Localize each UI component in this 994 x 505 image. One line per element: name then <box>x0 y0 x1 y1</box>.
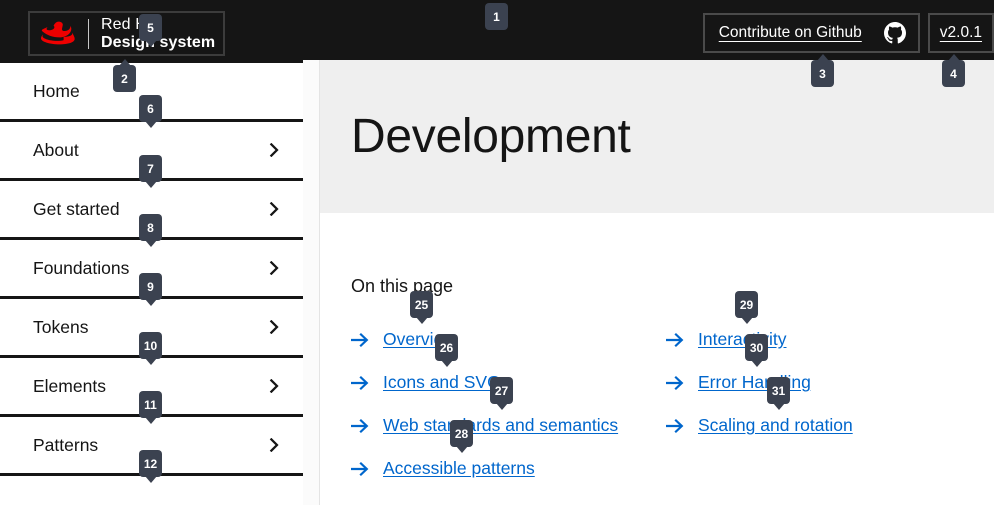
sidebar-item-label: Tokens <box>33 316 89 337</box>
arrow-right-icon <box>351 375 369 390</box>
annotation-marker-28: 28 <box>450 420 473 447</box>
annotation-marker-2: 2 <box>113 65 136 92</box>
chevron-right-icon <box>269 261 279 275</box>
annotation-marker-31: 31 <box>767 377 790 404</box>
annotation-marker-3: 3 <box>811 60 834 87</box>
sidebar-item-foundations[interactable]: Foundations <box>0 240 303 299</box>
annotation-marker-30: 30 <box>745 334 768 361</box>
on-this-page-link[interactable]: Web standards and semantics <box>351 404 618 447</box>
red-hat-fedora-logo-icon <box>41 21 75 44</box>
annotation-marker-10: 10 <box>139 332 162 359</box>
sidebar-item-label: Home <box>33 80 80 101</box>
chevron-right-icon <box>269 202 279 216</box>
brand-line-design-system: Design system <box>101 33 216 51</box>
annotation-marker-8: 8 <box>139 214 162 241</box>
contribute-on-github-label[interactable]: Contribute on Github <box>718 24 862 41</box>
chevron-right-icon <box>269 438 279 452</box>
header-right-actions: Contribute on Github v2.0.1 <box>702 13 994 53</box>
sidebar-item-label: Patterns <box>33 434 99 455</box>
annotation-marker-27: 27 <box>490 377 513 404</box>
sidebar-item-label: Elements <box>33 375 106 396</box>
version-label[interactable]: v2.0.1 <box>939 24 982 41</box>
arrow-right-icon <box>666 418 684 433</box>
chevron-right-icon <box>269 320 279 334</box>
contribute-on-github-button[interactable]: Contribute on Github <box>702 13 920 53</box>
sidebar-content-gutter <box>303 60 320 505</box>
annotation-marker-11: 11 <box>139 391 162 418</box>
sidebar-item-label: Get started <box>33 198 120 219</box>
on-this-page-link[interactable]: Icons and SVG <box>351 361 501 404</box>
sidebar-item-label: Foundations <box>33 257 130 278</box>
page-title: Development <box>351 109 631 163</box>
on-this-page-link-label[interactable]: Web standards and semantics <box>383 415 619 435</box>
on-this-page-link[interactable]: Scaling and rotation <box>666 404 853 447</box>
on-this-page-link-label[interactable]: Error Handling <box>698 372 811 392</box>
chevron-right-icon <box>269 379 279 393</box>
annotation-marker-1: 1 <box>485 3 508 30</box>
on-this-page-link-label[interactable]: Icons and SVG <box>383 372 501 392</box>
page-hero-band: Development <box>320 60 994 213</box>
version-selector[interactable]: v2.0.1 <box>927 13 994 53</box>
on-this-page-link[interactable]: Accessible patterns <box>351 447 535 490</box>
annotation-marker-25: 25 <box>410 291 433 318</box>
annotation-marker-9: 9 <box>139 273 162 300</box>
arrow-right-icon <box>666 375 684 390</box>
annotation-marker-26: 26 <box>435 334 458 361</box>
annotation-marker-6: 6 <box>139 95 162 122</box>
brand-divider <box>88 18 89 49</box>
annotation-marker-12: 12 <box>139 450 162 477</box>
on-this-page-link-label[interactable]: Accessible patterns <box>383 458 535 478</box>
sidebar-item-label: About <box>33 139 79 160</box>
github-icon[interactable] <box>883 22 906 44</box>
arrow-right-icon <box>351 332 369 347</box>
on-this-page-link[interactable]: Interactivity <box>666 318 787 361</box>
arrow-right-icon <box>666 332 684 347</box>
annotation-marker-29: 29 <box>735 291 758 318</box>
annotation-marker-7: 7 <box>139 155 162 182</box>
on-this-page-link-label[interactable]: Scaling and rotation <box>698 415 853 435</box>
on-this-page-heading: On this page <box>351 276 454 296</box>
annotation-marker-4: 4 <box>942 60 965 87</box>
arrow-right-icon <box>351 461 369 476</box>
chevron-right-icon <box>269 143 279 157</box>
brand-logo-block[interactable]: Red Hat Design system <box>28 11 226 56</box>
annotation-marker-5: 5 <box>139 14 162 41</box>
on-this-page-link-label[interactable]: Interactivity <box>698 329 787 349</box>
arrow-right-icon <box>351 418 369 433</box>
